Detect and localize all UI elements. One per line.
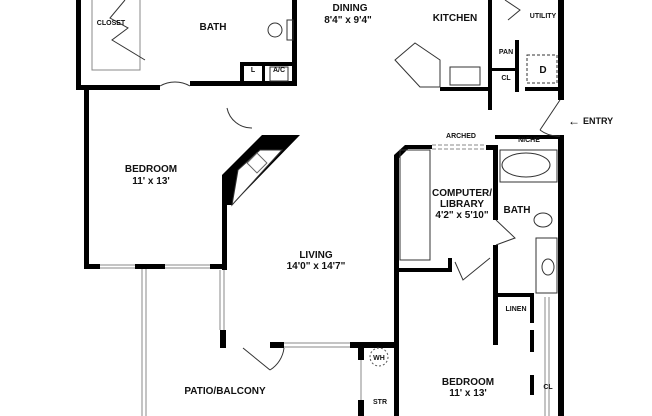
label-bath-top: BATH <box>199 22 226 33</box>
label-living: LIVING <box>299 250 333 261</box>
label-entry: ENTRY <box>583 116 613 126</box>
room-labels: CLOSET BATH DINING 8'4" x 9'4" KITCHEN U… <box>97 3 613 406</box>
label-dryer: D <box>539 65 546 76</box>
label-linen: LINEN <box>506 306 527 313</box>
label-dining-size: 8'4" x 9'4" <box>324 15 372 26</box>
label-bedroom-right: BEDROOM <box>442 377 494 388</box>
label-arched: ARCHED <box>446 133 476 140</box>
label-closet-right: CL <box>543 384 553 391</box>
label-closet-kitchen: CL <box>501 75 511 82</box>
label-library-size: 4'2" x 5'10" <box>435 210 488 221</box>
label-computer: COMPUTER/ <box>432 188 492 199</box>
fixtures <box>91 0 561 371</box>
label-utility: UTILITY <box>530 13 557 20</box>
label-bath-right: BATH <box>503 205 530 216</box>
label-storage: STR <box>373 399 387 406</box>
windows <box>100 144 550 416</box>
label-library: LIBRARY <box>440 199 484 210</box>
label-patio: PATIO/BALCONY <box>184 386 266 397</box>
label-closet: CLOSET <box>97 20 126 27</box>
label-bedroom-right-size: 11' x 13' <box>449 388 487 399</box>
label-bedroom-left-size: 11' x 13' <box>132 176 170 187</box>
label-living-size: 14'0" x 14'7" <box>287 261 346 272</box>
label-niche: NICHE <box>518 137 540 144</box>
label-kitchen: KITCHEN <box>433 13 477 24</box>
label-ac: A/C <box>273 67 285 74</box>
walls <box>76 0 564 416</box>
label-bedroom-left: BEDROOM <box>125 164 177 175</box>
label-l: L <box>251 67 256 74</box>
fireplace <box>222 135 300 207</box>
label-water-heater: WH <box>373 355 385 362</box>
label-dining: DINING <box>333 3 368 14</box>
entry-arrow-icon: ← <box>568 114 580 128</box>
label-pantry: PAN <box>499 49 513 56</box>
